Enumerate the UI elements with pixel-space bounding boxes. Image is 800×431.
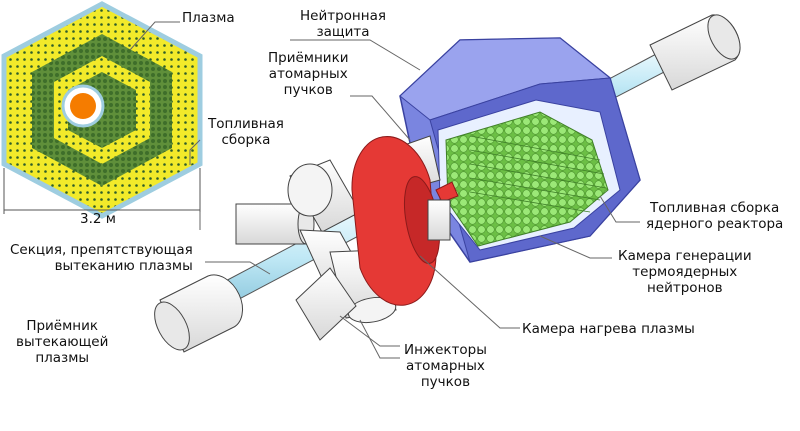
plasma-core	[70, 93, 96, 119]
leader-lines	[129, 21, 640, 359]
fuel-rods	[445, 111, 609, 247]
label-plasma-retention-section: Секция, препятствующая вытеканию плазмы	[10, 242, 193, 274]
label-escaping-plasma-receiver: Приёмник вытекающей плазмы	[16, 318, 109, 366]
label-neutron-generation-chamber: Камера генерации термоядерных нейтронов	[618, 248, 752, 296]
label-reactor-fuel-assembly: Топливная сборка ядерного реактора	[646, 200, 784, 232]
hexagon-cross-section	[1, 1, 203, 219]
label-atomic-beam-receivers: Приёмники атомарных пучков	[268, 50, 349, 98]
label-neutron-shield: Нейтронная защита	[300, 8, 386, 40]
label-scale: 3.2 м	[80, 211, 116, 227]
scale-bar	[3, 168, 201, 214]
label-beam-injectors: Инжекторы атомарных пучков	[404, 342, 487, 390]
label-fuel-assembly: Топливная сборка	[208, 116, 284, 148]
heating-ring	[351, 136, 459, 306]
label-plasma: Плазма	[182, 10, 235, 26]
label-plasma-heating-chamber: Камера нагрева плазмы	[522, 321, 695, 337]
